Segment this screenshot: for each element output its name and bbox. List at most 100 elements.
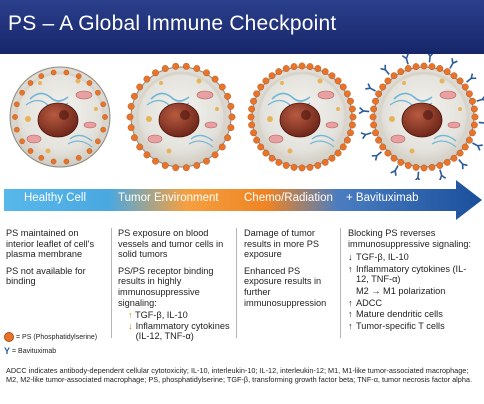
ps-dot: [224, 92, 231, 100]
ps-dot: [298, 62, 306, 70]
ps-dot: [95, 89, 101, 96]
ps-dot: [262, 77, 270, 85]
bavi-effect-item: ↑ADCC: [348, 298, 478, 309]
ps-dot: [334, 77, 342, 85]
ps-dot: [193, 162, 201, 169]
tumor-text-2: PS/PS receptor binding results in highly…: [118, 265, 214, 308]
ps-dot: [436, 65, 444, 72]
ps-dot: [253, 90, 260, 98]
bavi-effect-text: M2 → M1 polarization: [356, 285, 446, 296]
bavi-effect-item: M2 → M1 polarization: [348, 286, 478, 297]
ps-dot: [127, 102, 135, 110]
tumor-bullet-2-text: Inflammatory cytokines (IL-12, TNF-α): [135, 320, 230, 342]
ps-dot: [456, 149, 464, 157]
ps-dot: [372, 97, 379, 105]
ps-dot: [27, 80, 34, 86]
ps-dot: [461, 143, 469, 151]
ps-dot: [390, 154, 398, 162]
ps-dot: [456, 77, 464, 85]
ps-dot: [298, 164, 306, 172]
ps-dot: [172, 164, 180, 172]
ps-dot: [379, 83, 387, 91]
ps-dot: [253, 136, 260, 144]
ps-dot: [127, 124, 135, 132]
tumor-bullet-1-text: TGF-β, IL-10: [134, 310, 188, 321]
ps-dot: [227, 102, 235, 110]
ps-dot: [471, 121, 478, 129]
ps-dot: [420, 62, 428, 70]
bavi-effect-text: Inflammatory cytokines (IL-12, TNF-α): [356, 263, 467, 285]
ps-dot: [349, 105, 356, 113]
ps-dot: [38, 73, 45, 79]
healthy-cell-text-1: PS maintained on interior leaflet of cel…: [6, 228, 95, 260]
bavi-effects-list: ↓TGF-β, IL-10↑Inflammatory cytokines (IL…: [348, 252, 478, 331]
ps-dot: [290, 63, 298, 70]
ps-dot: [450, 72, 458, 80]
antibody-icon: [401, 54, 409, 65]
ps-dot: [203, 157, 210, 165]
ps-dot: [469, 129, 476, 137]
ps-dot: [375, 90, 382, 98]
ps-dot: [275, 68, 283, 75]
up-arrow-icon: ↑: [348, 320, 353, 331]
ps-dot: [131, 134, 138, 142]
cell-3: [358, 54, 484, 180]
ps-dot: [412, 63, 420, 70]
ps-dot: [314, 65, 322, 72]
ps-dot: [50, 158, 57, 165]
up-arrow-icon: ↑: [348, 263, 353, 274]
bavi-text-1: Blocking PS reverses immunosuppressive s…: [348, 228, 472, 249]
ps-dot: [384, 77, 392, 85]
healthy-cell-column: PS maintained on interior leaflet of cel…: [6, 228, 106, 293]
ps-dot: [193, 65, 201, 72]
bavi-effect-item: ↑Mature dendritic cells: [348, 309, 478, 320]
bavi-effect-item: ↑Inflammatory cytokines (IL-12, TNF-α): [348, 264, 478, 285]
ps-dot: [75, 155, 82, 161]
spacer: [348, 286, 356, 297]
ps-dot: [290, 164, 298, 171]
ps-dot: [247, 113, 255, 121]
ps-dot: [349, 121, 356, 129]
ps-dot: [143, 151, 151, 159]
title-bar: PS – A Global Immune Checkpoint: [0, 0, 484, 54]
ps-dot: [172, 62, 180, 70]
stage-arrow: [4, 178, 484, 222]
ps-dot: [161, 65, 169, 72]
ps-dot: [375, 136, 382, 144]
ps-dot: [443, 159, 451, 166]
column-divider: [340, 228, 341, 338]
ps-dot: [420, 164, 428, 172]
ps-dot: [136, 143, 144, 151]
ps-dot: [161, 162, 169, 169]
ps-dot: [268, 72, 276, 80]
ps-dot: [379, 143, 387, 151]
bavituximab-column: Blocking PS reverses immunosuppressive s…: [348, 228, 478, 332]
ps-dot: [19, 138, 25, 145]
up-arrow-icon: ↑: [348, 309, 353, 320]
bavi-effect-item: ↓TGF-β, IL-10: [348, 252, 478, 263]
ps-dot: [95, 138, 101, 145]
ps-dot: [100, 126, 107, 133]
antibody-icon: [413, 171, 422, 180]
ps-dot: [466, 90, 473, 98]
down-arrow-icon: ↓: [128, 320, 133, 331]
ps-dot: [182, 164, 190, 172]
ps-dot: [250, 97, 257, 105]
ps-dot: [275, 159, 283, 166]
stage-label-chemo-radiation: Chemo/Radiation: [244, 192, 333, 204]
ps-dot: [344, 136, 351, 144]
antibody-icon: [426, 54, 435, 63]
antibody-icon: [365, 83, 376, 92]
ps-dot: [404, 65, 412, 72]
ps-dot: [152, 157, 159, 165]
antibody-icon: [478, 119, 484, 128]
legend-antibody: Y= Bavituximab: [4, 346, 56, 356]
ps-dot: [224, 134, 231, 142]
ps-dot: [227, 124, 235, 132]
ps-dot: [466, 136, 473, 144]
ps-dot: [339, 143, 347, 151]
legend-ps-text: = PS (Phosphatidylserine): [16, 333, 98, 341]
ps-dot: [412, 164, 420, 171]
ps-dot: [211, 151, 219, 159]
healthy-cell-text-2: PS not available for binding: [6, 265, 86, 287]
